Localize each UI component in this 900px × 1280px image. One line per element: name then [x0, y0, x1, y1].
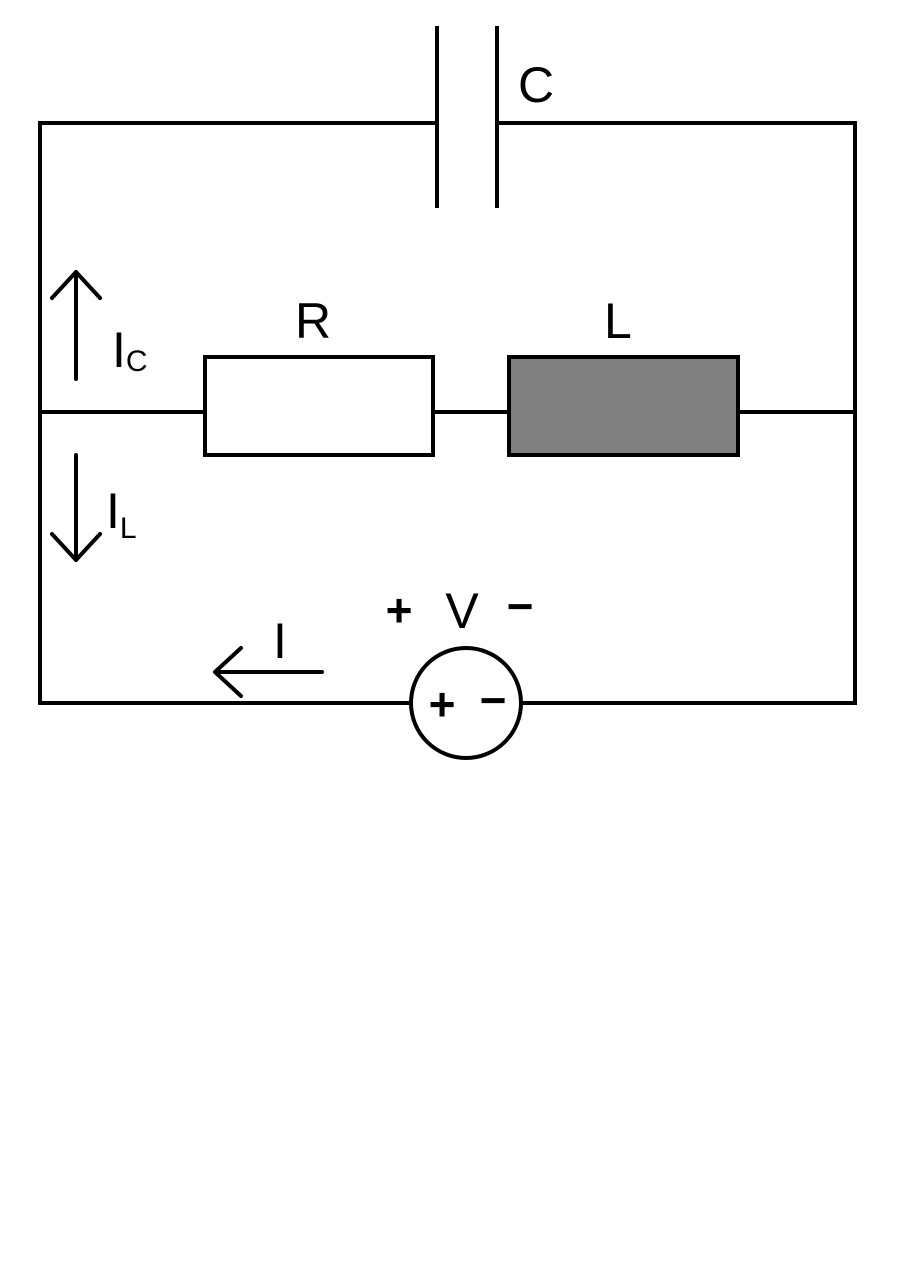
inductor — [507, 355, 740, 457]
voltage-label: V — [445, 583, 479, 639]
inductor-label: L — [604, 293, 632, 349]
capacitor-current-indicator: IC — [50, 270, 148, 381]
capacitor-current-label: IC — [112, 322, 148, 378]
capacitor-label: C — [518, 57, 554, 113]
voltage-source — [409, 646, 523, 760]
resistor-label: R — [295, 293, 331, 349]
source-branch: + − + V − — [38, 580, 857, 760]
capacitor-gap — [440, 22, 494, 208]
left-arrow-icon — [213, 646, 324, 698]
up-arrow-icon — [50, 270, 102, 381]
capacitor-branch: C — [38, 22, 857, 208]
inductor-current-indicator: IL — [50, 453, 137, 562]
resistor — [203, 355, 435, 457]
inductor-current-label: IL — [106, 483, 137, 545]
total-current-indicator: I — [213, 613, 324, 698]
source-inner-plus: + — [429, 678, 456, 730]
rl-branch: R L — [38, 293, 857, 457]
voltage-plus-sign: + — [386, 584, 413, 636]
voltage-minus-sign: − — [507, 580, 534, 632]
source-inner-minus: − — [480, 674, 507, 726]
total-current-label: I — [273, 613, 287, 669]
down-arrow-icon — [50, 453, 102, 562]
